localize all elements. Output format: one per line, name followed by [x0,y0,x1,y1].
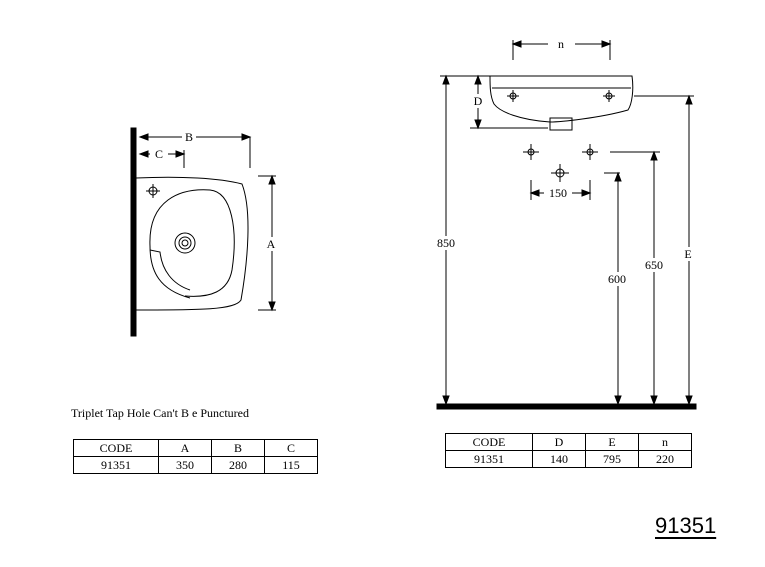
spec-table-left: CODE A B C 91351 350 280 115 [73,439,318,474]
waste-outlet [549,117,573,131]
table-cell: 795 [585,450,639,468]
label-150: 150 [549,186,567,200]
table-cell: 91351 [445,450,533,468]
dim-600-arrows [614,171,622,406]
table-cell: 91351 [73,456,159,474]
basin-outline [135,176,249,311]
spec-table-right: CODE D E n 91351 140 795 220 [445,433,692,468]
dim-e-arrows [685,94,693,406]
table-cell: 350 [158,456,212,474]
label-c: C [155,147,163,161]
basin-lip-inner [149,249,191,291]
floor-line [436,403,697,410]
label-650: 650 [645,258,663,272]
dim-b-arrows [138,133,252,141]
label-b: B [185,130,193,144]
dim-850-arrows [442,74,450,406]
table-row: 91351 350 280 115 [73,456,318,474]
drain-outer [174,232,196,254]
table-header-cell: A [158,439,212,457]
dim-c-arrows [138,150,186,158]
pipe-point-left [523,144,539,160]
label-e: E [684,247,691,261]
table-header-cell: CODE [445,433,533,451]
dim-650-arrows [650,150,658,406]
table-header-cell: n [638,433,692,451]
basin-bowl [149,189,235,297]
dim-n-arrows [511,40,612,48]
table-header-cell: B [211,439,265,457]
drain-inner [178,236,192,250]
basin-lip [149,245,191,299]
table-cell: 280 [211,456,265,474]
table-cell: 220 [638,450,692,468]
dim-150-arrows [529,189,592,197]
table-header-cell: C [264,439,318,457]
table-header-row: CODE A B C [73,439,318,457]
pipe-point-center [551,164,569,182]
table-cell: 140 [532,450,586,468]
table-header-cell: D [532,433,586,451]
plan-wall [130,127,137,337]
label-850: 850 [437,236,455,250]
label-d: D [474,94,483,108]
drain-core [181,239,189,247]
dim-a-arrows [268,174,276,312]
dim-d-arrows [474,74,482,130]
installation-note: Triplet Tap Hole Can't B e Punctured [71,406,249,420]
product-code: 91351 [655,513,717,538]
table-row: 91351 140 795 220 [445,450,692,468]
label-600: 600 [608,272,626,286]
table-header-cell: CODE [73,439,159,457]
table-header-row: CODE D E n [445,433,692,451]
pipe-point-right [582,144,598,160]
table-cell: 115 [264,456,318,474]
table-header-cell: E [585,433,639,451]
label-a: A [267,237,276,251]
label-n: n [558,37,564,51]
